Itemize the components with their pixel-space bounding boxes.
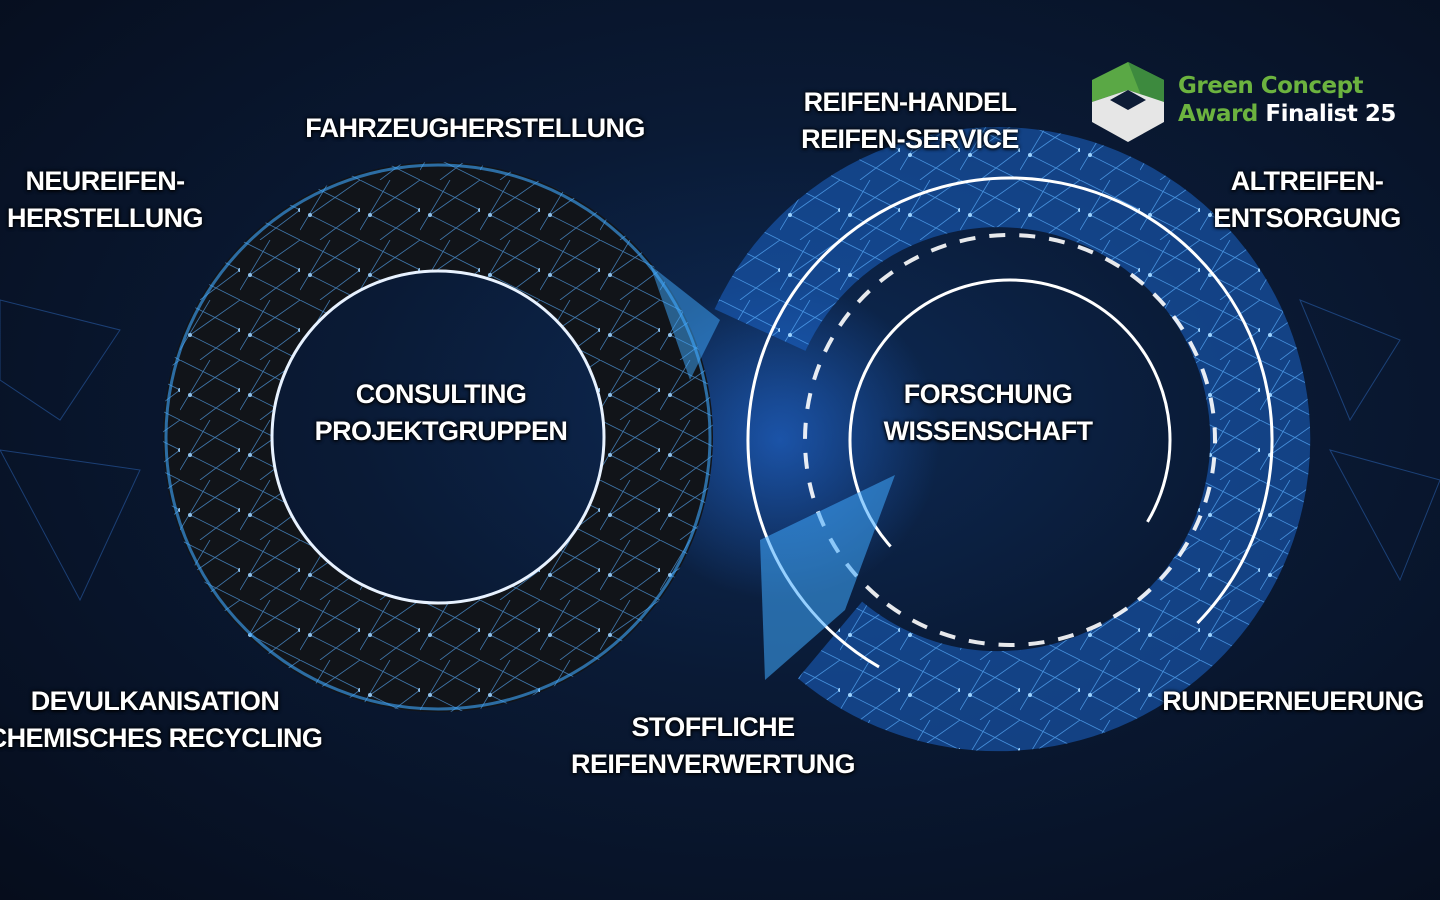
label-line: NEUREIFEN- [25,166,185,196]
label-fahrzeugherstellung: FAHRZEUGHERSTELLUNG [305,113,645,143]
award-text: Green Concept Award Finalist 25 [1178,72,1396,128]
label-line: CHEMISCHES RECYCLING [0,723,323,753]
label-line: ENTSORGUNG [1213,203,1401,233]
label-line: REIFENVERWERTUNG [571,749,856,779]
recycling-ring [650,127,1311,752]
label-reifen-handel: REIFEN-HANDEL REIFEN-SERVICE [801,84,1019,158]
label-line: CONSULTING [355,379,527,409]
label-line: STOFFLICHE [631,712,795,742]
label-line: FORSCHUNG [903,379,1073,409]
award-line1: Green Concept [1178,73,1364,99]
label-line: WISSENSCHAFT [883,416,1093,446]
award-logo-icon [1092,62,1164,142]
label-altreifen-entsorgung: ALTREIFEN- ENTSORGUNG [1213,163,1401,237]
label-runderneuerung: RUNDERNEUERUNG [1162,686,1424,716]
label-line: HERSTELLUNG [7,203,204,233]
label-line: DEVULKANISATION [30,686,280,716]
label-stoffliche-verwertung: STOFFLICHE REIFENVERWERTUNG [571,709,856,783]
label-line: REIFEN-HANDEL [803,87,1017,117]
label-line: PROJEKTGRUPPEN [314,416,568,446]
label-line: ALTREIFEN- [1230,166,1384,196]
label-forschung: FORSCHUNG WISSENSCHAFT [884,376,1093,450]
label-consulting: CONSULTING PROJEKTGRUPPEN [315,376,568,450]
label-line: REIFEN-SERVICE [801,124,1019,154]
award-line2-green: Award [1178,101,1258,127]
award-line2-white: Finalist 25 [1265,101,1396,127]
label-neureifen-herstellung: NEUREIFEN- HERSTELLUNG [7,163,204,237]
decorative-shards [0,299,1440,602]
arrow-head-icon [760,475,895,680]
tire-ring [163,162,713,712]
label-devulkanisation: DEVULKANISATION CHEMISCHES RECYCLING [0,683,323,757]
